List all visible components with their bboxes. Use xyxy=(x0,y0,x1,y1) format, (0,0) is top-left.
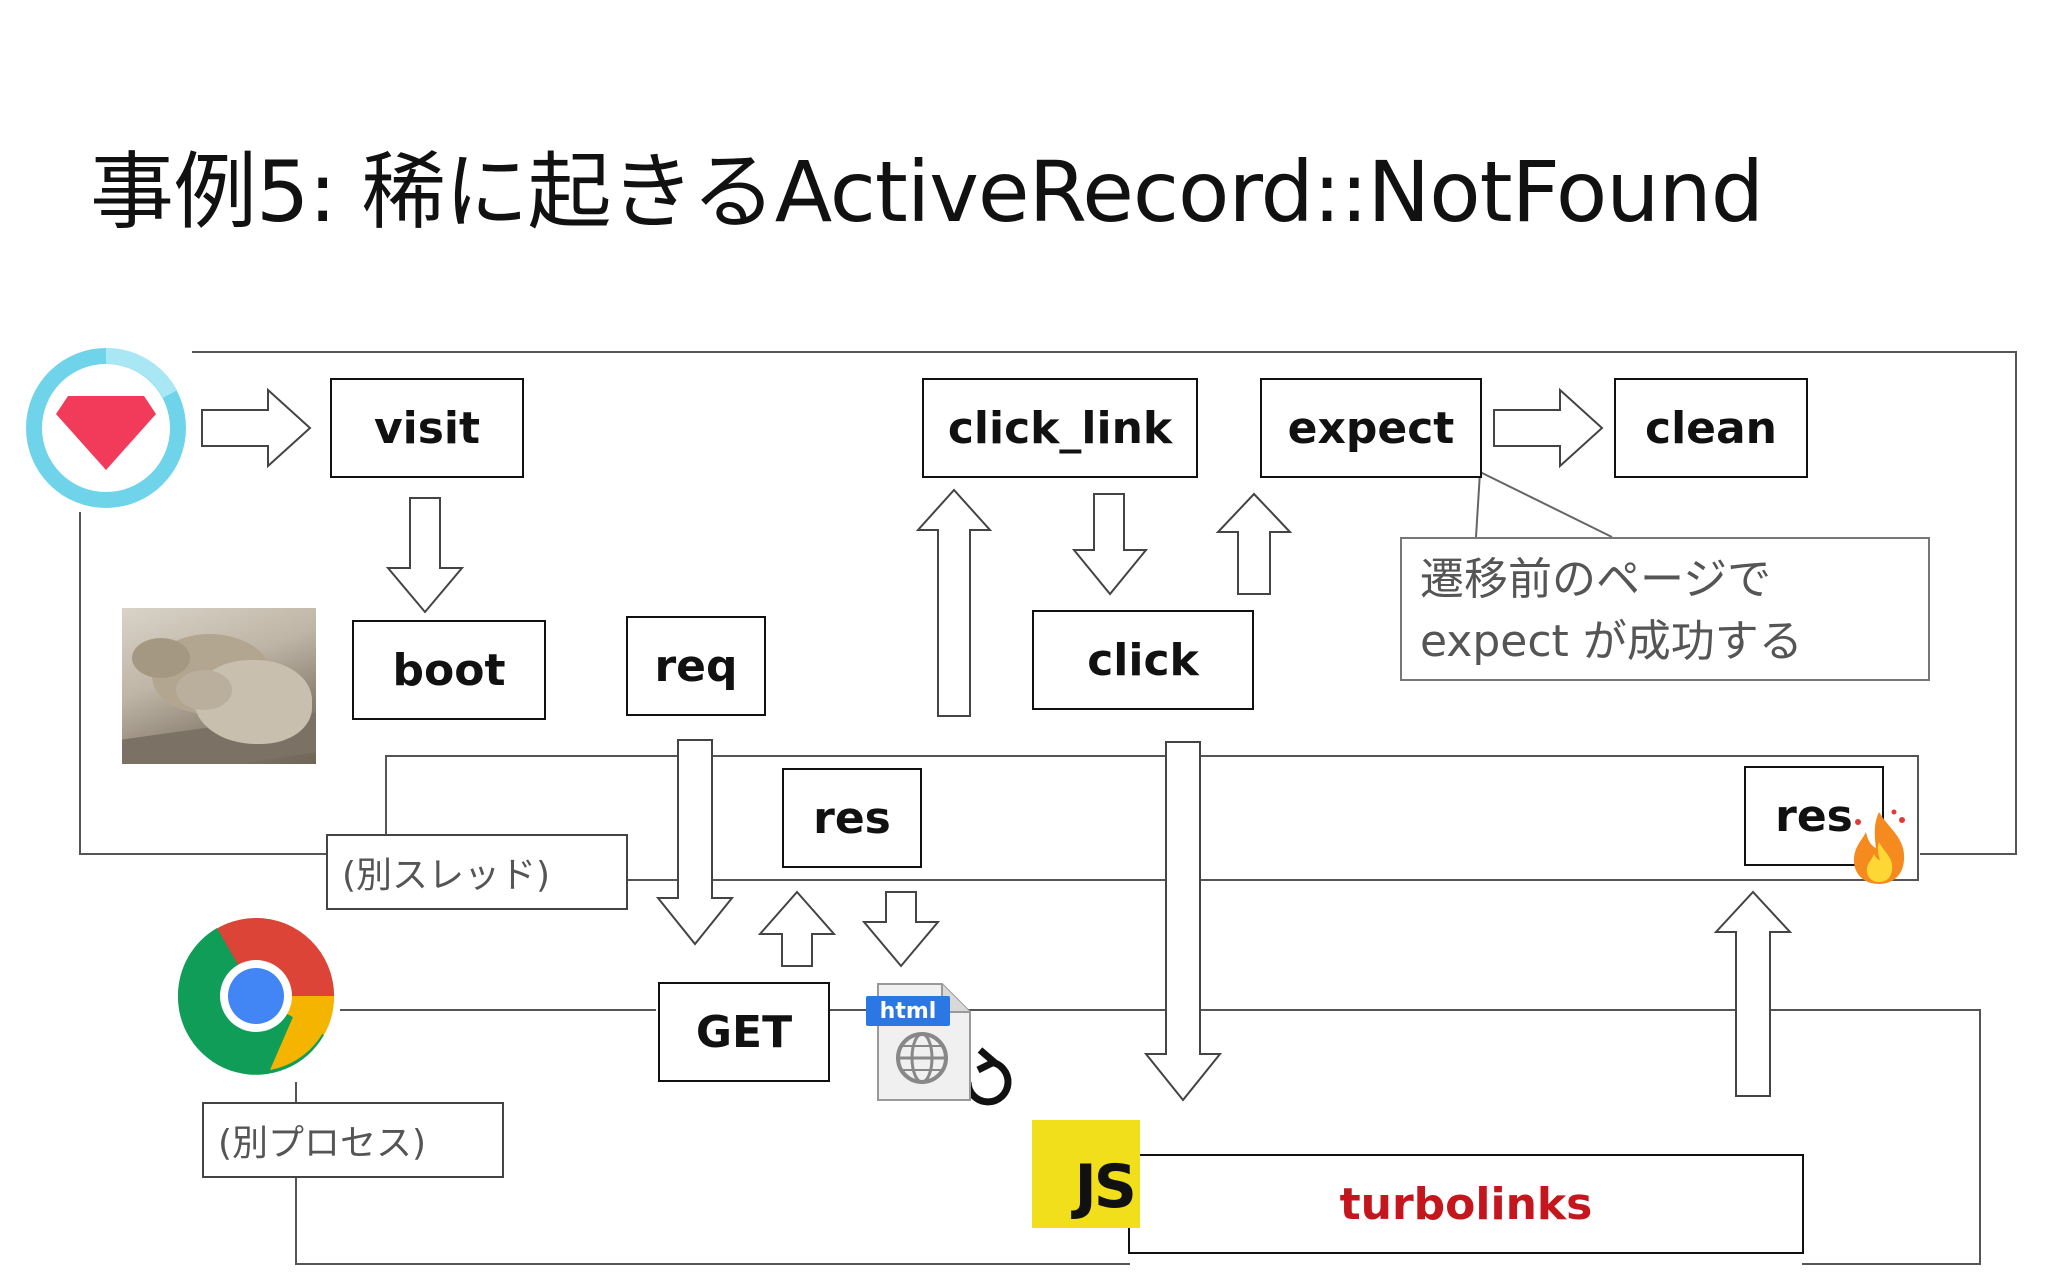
arrow-click-to-expect xyxy=(1215,492,1293,595)
test-frame-left xyxy=(79,512,326,855)
process-frame-line-2 xyxy=(828,1009,1981,1265)
res-box: res xyxy=(782,768,922,868)
thread-frame-line xyxy=(385,755,1919,881)
html-tag: html xyxy=(866,996,950,1026)
arrow-expect-to-clean xyxy=(1493,387,1604,469)
capybara-photo xyxy=(122,608,316,764)
callout-note: 遷移前のページで expect が成功する xyxy=(1400,537,1930,681)
arrow-clicklink-to-click xyxy=(1071,493,1149,596)
reload-icon xyxy=(964,1047,1012,1106)
turbolinks-box: turbolinks xyxy=(1128,1154,1804,1254)
chrome-logo-icon xyxy=(177,918,335,1075)
arrow-rspec-to-visit xyxy=(201,387,312,469)
arrow-click-to-js xyxy=(1143,741,1223,1102)
callout-line-1: 遷移前のページで xyxy=(1420,554,1772,605)
boot-box: boot xyxy=(352,620,546,720)
arrow-get-to-res xyxy=(757,890,837,967)
js-logo: JS xyxy=(1032,1120,1140,1228)
thread-label: (別スレッド) xyxy=(326,834,628,910)
callout-pointer xyxy=(1475,469,1613,538)
visit-box: visit xyxy=(330,378,524,478)
expect-box: expect xyxy=(1260,378,1482,478)
fire-icon xyxy=(1853,809,1905,884)
arrow-up-to-clicklink xyxy=(915,488,993,717)
click-box: click xyxy=(1032,610,1254,710)
res-error-box: res xyxy=(1744,766,1884,866)
click-link-box: click_link xyxy=(922,378,1198,478)
callout-pointer-2 xyxy=(1475,471,1481,538)
process-label: (別プロセス) xyxy=(202,1102,504,1178)
rspec-logo-icon xyxy=(26,347,186,508)
arrow-res-to-html xyxy=(861,891,941,968)
test-frame-line xyxy=(192,351,2017,855)
get-box: GET xyxy=(658,982,830,1082)
page-title: 事例5: 稀に起きるActiveRecord::NotFound xyxy=(90,143,1764,241)
arrow-visit-to-boot xyxy=(385,497,465,614)
req-box: req xyxy=(626,616,766,716)
callout-line-2: expect が成功する xyxy=(1420,616,1803,667)
arrow-turbolinks-to-res xyxy=(1713,890,1793,1097)
arrow-req-to-get xyxy=(655,739,735,946)
clean-box: clean xyxy=(1614,378,1808,478)
